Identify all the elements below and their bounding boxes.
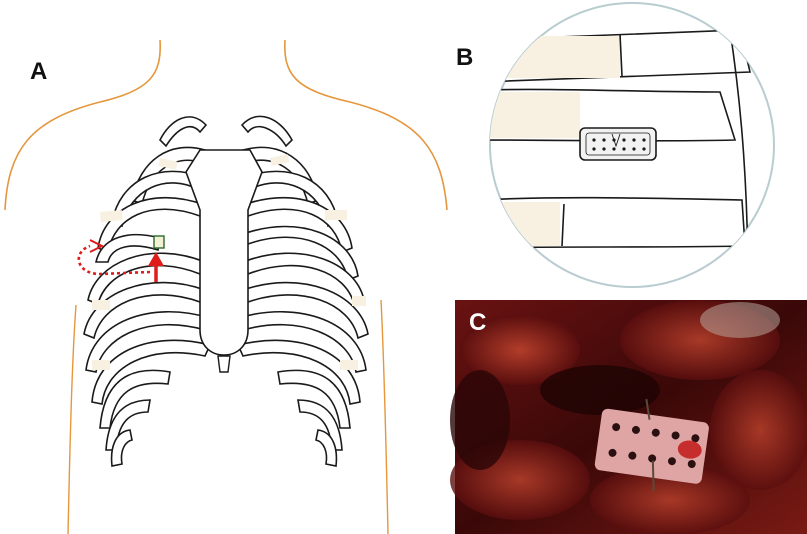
costal-cartilage-left [92,158,178,370]
rib [619,33,623,77]
panel-label-c: C [469,309,487,336]
skin-outline [380,299,389,534]
rib [236,339,361,405]
skin-outline [4,39,161,211]
panel-label-b: B [456,44,474,71]
rib [561,203,565,247]
costal-cartilage [490,92,580,138]
costal-cartilage [490,36,620,78]
clavicle-right [240,115,293,148]
resected-rib-segment [153,235,165,249]
rib [110,429,133,467]
xiphoid-process [217,355,231,373]
curved-dotted-arrow-icon [77,244,151,276]
panel-c-intraoperative-photo [450,300,807,534]
ribs-right [236,146,369,467]
panel-b-magnified-view [489,2,775,288]
implanted-plate-photo [594,398,709,491]
rib [83,281,207,340]
rib [99,369,171,429]
panel-a-thorax [4,39,448,534]
fixation-plate-drawing [579,127,657,161]
rib [236,311,367,373]
rib [277,369,351,429]
curved-dotted-arrow-head-icon [89,239,105,253]
costal-cartilage [490,202,560,246]
rib [241,281,369,340]
clavicle-left [159,116,208,148]
tissue-texture [450,300,807,534]
rib [94,233,161,263]
costal-cartilage-right [269,154,366,370]
rib [241,196,353,254]
skin-outline [284,39,448,211]
skin-outline [67,304,77,534]
rib [91,339,212,405]
panel-label-a: A [30,58,48,85]
rib [85,311,212,373]
red-arrow-head-icon [148,252,164,266]
sternum [185,149,263,356]
rib [315,429,338,467]
ribs-left [83,146,212,467]
